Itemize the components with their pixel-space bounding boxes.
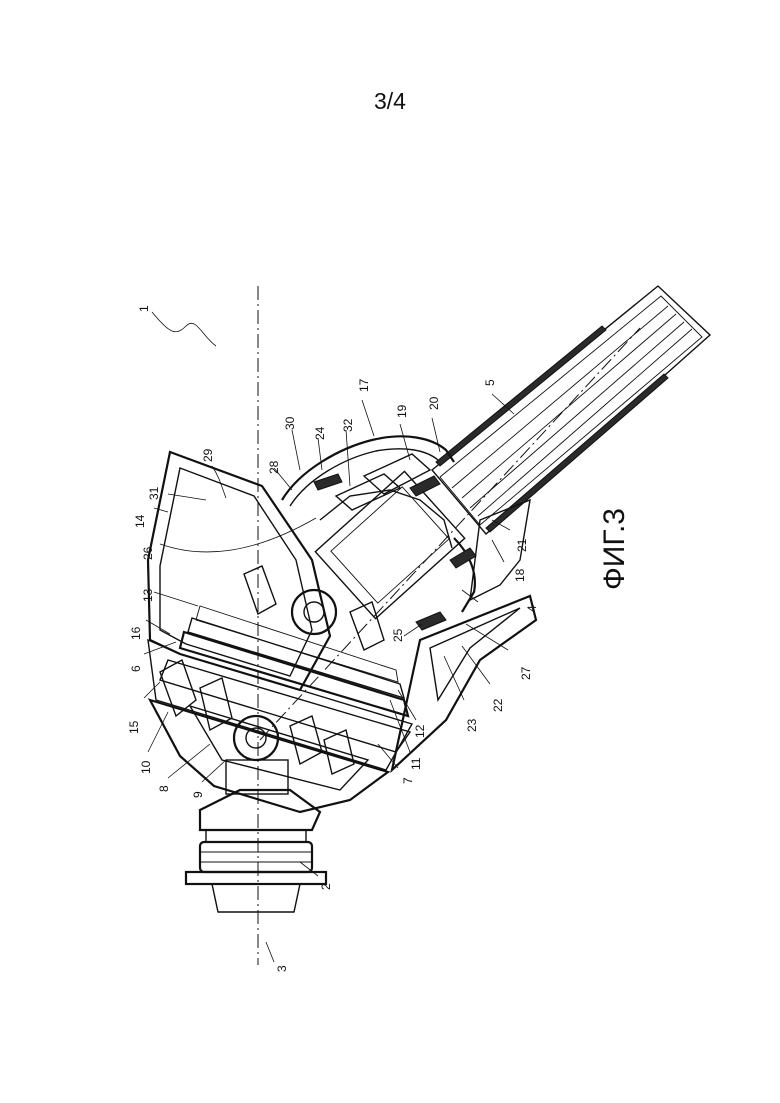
ref-label-11: 11: [409, 757, 423, 770]
ref-label-21: 21: [515, 538, 529, 552]
ref-label-3: 3: [275, 965, 289, 972]
ref-label-12: 12: [413, 724, 427, 738]
ref-label-13: 13: [141, 588, 155, 602]
ref-label-2: 2: [319, 883, 333, 890]
ref-label-5: 5: [483, 379, 497, 386]
ref-label-25: 25: [391, 628, 405, 642]
ref-label-16: 16: [129, 626, 143, 640]
inclined-axis-line: [260, 328, 640, 740]
ref-label-31: 31: [147, 486, 161, 500]
ref-label-24: 24: [313, 426, 327, 440]
ref-label-10: 10: [139, 760, 153, 774]
drive-coupling: [186, 790, 326, 912]
ref-label-20: 20: [427, 396, 441, 410]
ref-label-17: 17: [357, 378, 371, 392]
ref-label-1: 1: [137, 305, 151, 312]
ref-label-28: 28: [267, 460, 281, 474]
ref-label-4: 4: [525, 605, 539, 612]
outlet-pipe: [432, 286, 710, 534]
ref-label-18: 18: [513, 568, 527, 582]
ref-label-9: 9: [191, 791, 205, 798]
joint-pins: [226, 590, 336, 794]
ref-label-32: 32: [341, 418, 355, 432]
ref-label-26: 26: [141, 546, 155, 560]
ref-label-27: 27: [519, 666, 533, 680]
ref-label-6: 6: [129, 665, 143, 672]
ref-label-14: 14: [133, 514, 147, 528]
ref-label-23: 23: [465, 718, 479, 732]
ref-label-30: 30: [283, 416, 297, 430]
ref-label-29: 29: [201, 448, 215, 462]
ref-label-8: 8: [157, 785, 171, 792]
ref-label-22: 22: [491, 698, 505, 712]
ref-label-7: 7: [401, 777, 415, 784]
ref-label-15: 15: [127, 720, 141, 734]
ref-label-19: 19: [395, 404, 409, 418]
